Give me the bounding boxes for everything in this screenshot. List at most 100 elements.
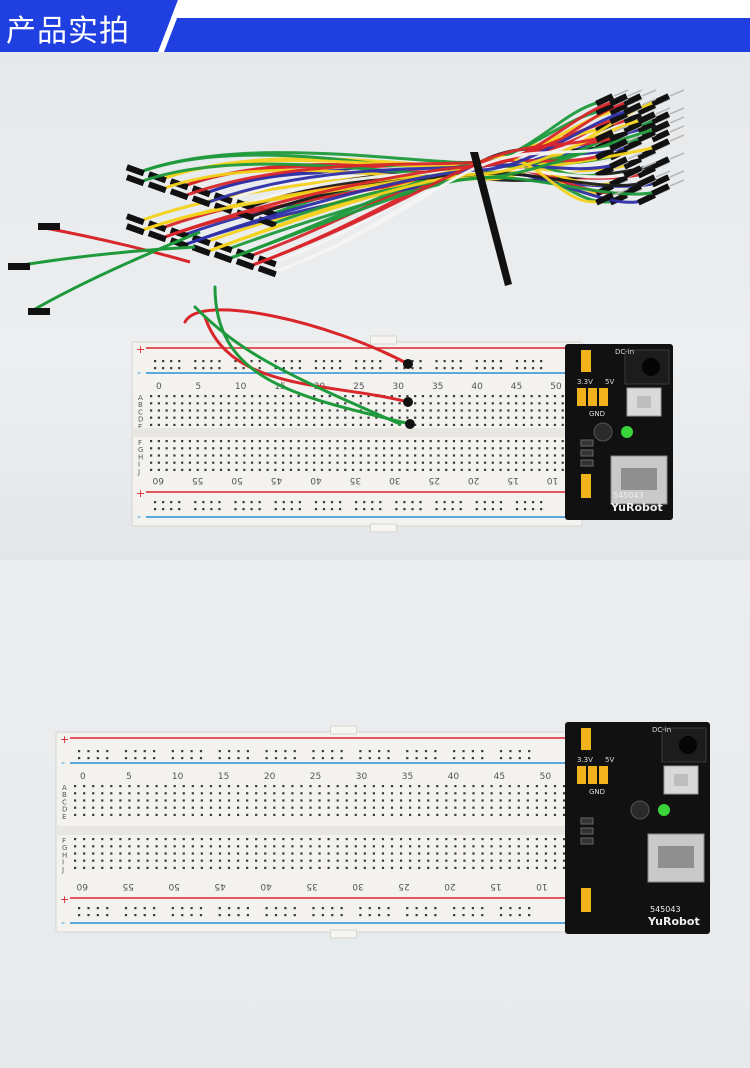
cable-tie bbox=[470, 152, 512, 286]
wire-pin bbox=[641, 98, 657, 106]
wire-pin bbox=[613, 89, 629, 97]
column-number: 30 bbox=[389, 475, 401, 485]
wire-connector bbox=[609, 129, 628, 143]
jumper-wire bbox=[160, 127, 602, 181]
rail-plus-sign: + bbox=[136, 487, 145, 500]
label-brand: YuRobot bbox=[610, 501, 663, 514]
wire-connector bbox=[191, 195, 211, 208]
row-letter: F bbox=[62, 837, 66, 845]
row-letter: J bbox=[61, 866, 64, 874]
usb-port-inner bbox=[621, 468, 657, 490]
header-pin bbox=[599, 388, 608, 406]
column-number: 50 bbox=[168, 881, 180, 891]
column-number: 5 bbox=[126, 772, 132, 782]
label-3-3v: 3.3V bbox=[577, 378, 593, 386]
wire-pin bbox=[655, 107, 671, 115]
breadboard-notch bbox=[370, 335, 397, 345]
column-number: 0 bbox=[156, 382, 162, 392]
label-code: 545043 bbox=[650, 905, 681, 914]
wire-connector bbox=[609, 138, 628, 152]
column-number: 10 bbox=[547, 475, 559, 485]
wire-pin bbox=[613, 125, 629, 133]
jumper-wire bbox=[160, 100, 616, 240]
wire-pin bbox=[669, 125, 685, 133]
label-code: 545043 bbox=[613, 491, 644, 500]
row-letter: A bbox=[138, 394, 143, 402]
wire-connector bbox=[235, 248, 255, 261]
title-banner: 产品实拍 bbox=[0, 0, 750, 52]
wire-connector bbox=[147, 230, 167, 243]
column-number: 15 bbox=[490, 881, 501, 891]
wire-connector bbox=[623, 111, 642, 125]
jumper-wire bbox=[203, 315, 410, 404]
wire-pin bbox=[669, 170, 685, 178]
wire-connector bbox=[637, 165, 656, 179]
wire-connector bbox=[125, 213, 145, 226]
column-number: 40 bbox=[471, 382, 483, 392]
row-letter: D bbox=[138, 416, 143, 424]
wire-connector bbox=[595, 192, 614, 206]
banner-title: 产品实拍 bbox=[6, 14, 130, 49]
wire-connector bbox=[623, 138, 642, 152]
rail-holes bbox=[78, 750, 531, 917]
wire-connector bbox=[623, 156, 642, 170]
wire-pin bbox=[669, 134, 685, 142]
column-number: 30 bbox=[352, 881, 364, 891]
wire-plug bbox=[403, 397, 413, 407]
wire-connector bbox=[637, 120, 656, 134]
regulator bbox=[630, 800, 650, 820]
dc-jack bbox=[661, 727, 707, 763]
regulator bbox=[593, 422, 613, 442]
column-number: 35 bbox=[402, 772, 413, 782]
wire-pin bbox=[669, 179, 685, 187]
header-pin bbox=[599, 766, 608, 784]
dc-jack-hole bbox=[679, 736, 697, 754]
label-dc-in: DC-in bbox=[615, 348, 634, 356]
green-led bbox=[621, 426, 633, 438]
row-letter: G bbox=[138, 446, 143, 454]
wire-connector bbox=[609, 156, 628, 170]
wire-connector bbox=[125, 223, 145, 236]
wire-connector bbox=[623, 120, 642, 134]
wire-connector bbox=[609, 102, 628, 116]
jumper-wire bbox=[248, 136, 602, 268]
wire-pin bbox=[641, 161, 657, 169]
wire-connector bbox=[623, 93, 642, 107]
column-number: 15 bbox=[218, 772, 229, 782]
wire-connector bbox=[651, 120, 670, 134]
wire-connector bbox=[651, 129, 670, 143]
column-number: 15 bbox=[507, 475, 518, 485]
jumper-wire bbox=[29, 230, 201, 314]
column-number: 5 bbox=[195, 382, 201, 392]
wire-connector bbox=[595, 129, 614, 143]
row-letter: C bbox=[62, 798, 67, 806]
smd-component bbox=[580, 449, 594, 457]
row-letter: H bbox=[62, 851, 67, 859]
wire-connector bbox=[125, 164, 145, 177]
row-letter: B bbox=[138, 401, 143, 409]
jumper bbox=[581, 350, 591, 372]
column-number: 25 bbox=[310, 772, 321, 782]
column-number: 55 bbox=[123, 881, 134, 891]
wire-connector bbox=[623, 102, 642, 116]
column-number: 45 bbox=[511, 382, 522, 392]
jumper bbox=[581, 728, 591, 750]
label-5v: 5V bbox=[605, 378, 614, 386]
rail-minus-sign: - bbox=[137, 510, 141, 523]
wire-connector bbox=[595, 93, 614, 107]
row-letter: E bbox=[138, 423, 142, 431]
wire-connector bbox=[8, 263, 30, 270]
wire-connector bbox=[637, 174, 656, 188]
dc-jack-hole bbox=[642, 358, 660, 376]
column-number: 20 bbox=[468, 475, 480, 485]
column-number: 35 bbox=[432, 382, 443, 392]
wire-connector bbox=[257, 255, 277, 268]
rail-minus-sign: - bbox=[137, 366, 141, 379]
column-number: 40 bbox=[310, 475, 322, 485]
wire-plug bbox=[403, 359, 413, 369]
label-5v: 5V bbox=[605, 756, 614, 764]
column-number: 50 bbox=[231, 475, 243, 485]
column-number: 25 bbox=[353, 382, 364, 392]
column-number: 45 bbox=[494, 772, 505, 782]
